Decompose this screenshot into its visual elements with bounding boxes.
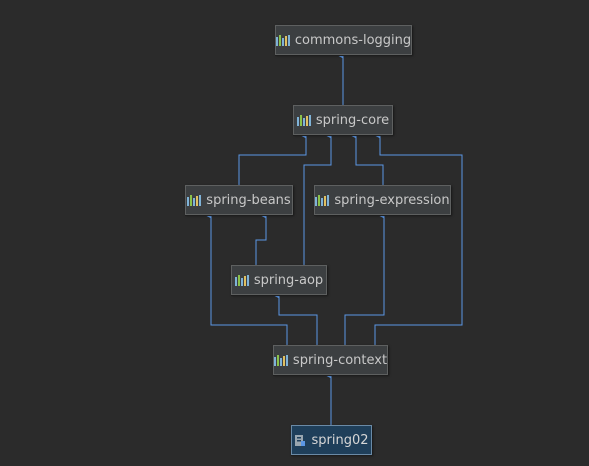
node-spring-expression[interactable]: spring-expression — [314, 185, 451, 215]
edge-spring-aop-to-spring-beans — [255, 211, 267, 265]
edge-spring-context-to-spring-core — [373, 131, 463, 345]
edge-spring-beans-to-spring-core — [238, 131, 307, 185]
node-spring-aop[interactable]: spring-aop — [231, 265, 327, 295]
node-label: commons-logging — [294, 32, 412, 48]
library-icon — [273, 354, 288, 366]
node-label: spring-beans — [206, 192, 291, 208]
node-label: spring02 — [311, 432, 369, 448]
edge-spring-aop-to-spring-core — [303, 131, 332, 265]
node-label: spring-expression — [334, 192, 450, 208]
node-label: spring-core — [315, 112, 390, 128]
node-spring02[interactable]: spring02 — [291, 425, 372, 455]
node-commons-logging[interactable]: commons-logging — [275, 25, 412, 55]
library-icon — [296, 114, 311, 126]
node-label: spring-context — [292, 352, 388, 368]
library-icon — [187, 194, 202, 206]
node-label: spring-aop — [253, 272, 324, 288]
edge-spring-context-to-spring-expression — [344, 211, 385, 345]
module-icon — [295, 434, 306, 446]
edge-spring-context-to-spring-aop — [272, 291, 318, 345]
node-spring-context[interactable]: spring-context — [273, 345, 388, 375]
edge-spring-expression-to-spring-core — [349, 131, 384, 185]
library-icon — [234, 274, 249, 286]
library-icon — [275, 34, 290, 46]
node-spring-core[interactable]: spring-core — [293, 105, 393, 135]
library-icon — [315, 194, 330, 206]
node-spring-beans[interactable]: spring-beans — [185, 185, 293, 215]
edge-spring-context-to-spring-beans — [204, 211, 288, 345]
